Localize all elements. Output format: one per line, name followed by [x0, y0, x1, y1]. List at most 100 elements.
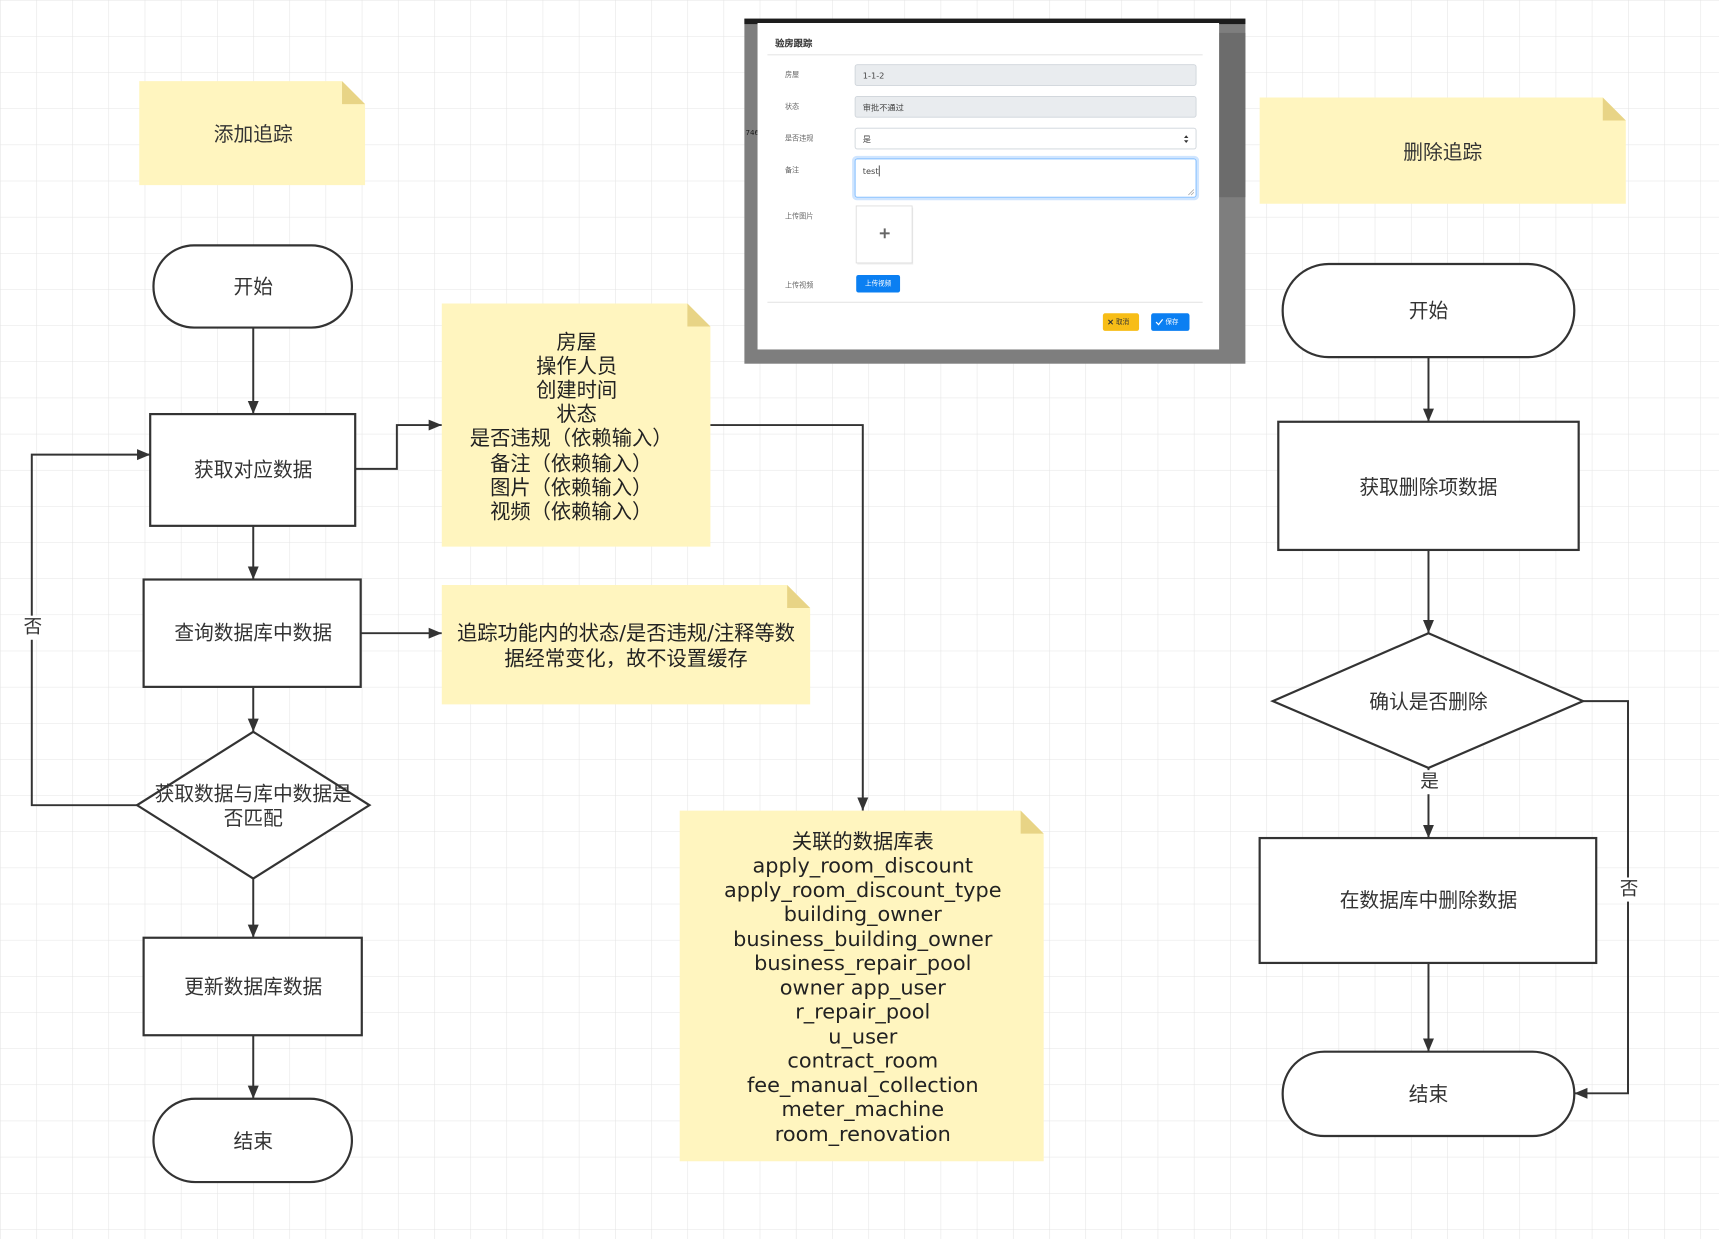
process-shape: [142, 936, 363, 1037]
note-body: [139, 81, 366, 186]
remark-field-label: 备注: [785, 165, 799, 174]
save-button: [1151, 313, 1190, 331]
house-field-value: 1-1-2: [863, 71, 885, 81]
tables-note-heading: 关联的数据库表: [792, 829, 934, 853]
note-fold: [342, 81, 366, 105]
start-terminal-left[interactable]: 开始: [152, 244, 354, 329]
table-name: owner app_user: [780, 976, 946, 1001]
field-note-line: 备注（依赖输入）: [490, 451, 652, 475]
house-field-label: 房屋: [785, 70, 799, 79]
query-db-process[interactable]: 查询数据库中数据: [142, 578, 362, 688]
remark-textarea-value: test: [863, 166, 880, 176]
update-db-process[interactable]: 更新数据库数据: [142, 936, 363, 1037]
cancel-button-label: 取消: [1116, 317, 1130, 326]
remark-textarea-glow: [852, 155, 1200, 201]
confirm-delete-label: 确认是否删除: [1369, 691, 1488, 714]
note-body: [1259, 97, 1626, 204]
table-name: meter_machine: [782, 1097, 945, 1122]
no-label: 否: [24, 617, 43, 638]
house-field: [854, 64, 1197, 86]
note-fold: [1602, 97, 1626, 121]
note-body: [441, 584, 811, 705]
note-body: [441, 303, 711, 547]
field-note-line: 视频（依赖输入）: [490, 500, 652, 524]
yes-edge-label: 是: [1418, 770, 1441, 795]
violation-select-value: 是: [863, 134, 871, 144]
no-label: 否: [1620, 879, 1639, 900]
resize-grip-icon: [1188, 189, 1195, 196]
field-note-line: 操作人员: [536, 354, 617, 378]
check-icon: [1155, 318, 1164, 326]
field-note-line: 房屋: [556, 330, 597, 354]
cancel-button: [1102, 313, 1140, 331]
query-db-label: 查询数据库中数据: [174, 622, 332, 645]
label-background: [1418, 770, 1441, 795]
add-tracking-note[interactable]: 添加追踪: [139, 81, 366, 186]
field-note-line: 图片（依赖输入）: [490, 475, 652, 499]
cache-note-line: 追踪功能内的状态/是否违规/注释等数: [457, 621, 795, 645]
tables-note[interactable]: 关联的数据库表 apply_room_discount apply_room_d…: [679, 810, 1044, 1162]
update-db-label: 更新数据库数据: [184, 976, 322, 999]
close-icon: [1107, 319, 1114, 325]
table-name: apply_room_discount_type: [724, 878, 1001, 903]
note-fold: [687, 303, 711, 327]
table-name: business_repair_pool: [754, 951, 971, 976]
status-field: [854, 95, 1197, 118]
end-label: 结束: [234, 1130, 274, 1153]
background-fragment-text: 746: [745, 128, 759, 137]
modal-title: 验房跟踪: [775, 37, 813, 49]
yes-label: 是: [1420, 772, 1439, 793]
field-note-line: 状态: [556, 402, 597, 426]
field-note[interactable]: 房屋 操作人员 创建时间 状态 是否违规（依赖输入） 备注（依赖输入） 图片（依…: [441, 303, 711, 547]
start-terminal-right[interactable]: 开始: [1281, 262, 1576, 359]
table-name: fee_manual_collection: [747, 1073, 979, 1098]
match-decision-line-1: 获取数据与库中数据是: [155, 783, 352, 806]
cache-note[interactable]: 追踪功能内的状态/是否违规/注释等数 据经常变化，故不设置缓存: [441, 584, 811, 705]
start-label: 开始: [1409, 300, 1449, 323]
delete-db-label: 在数据库中删除数据: [1340, 889, 1518, 912]
get-data-label: 获取对应数据: [194, 458, 312, 481]
video-upload-button: [856, 274, 901, 293]
get-item-process[interactable]: 获取删除项数据: [1277, 420, 1580, 552]
get-data-process[interactable]: 获取对应数据: [149, 413, 357, 527]
add-tracking-note-text: 添加追踪: [214, 123, 293, 146]
status-field-label: 状态: [785, 102, 799, 111]
end-terminal-left[interactable]: 结束: [152, 1097, 354, 1184]
plus-icon: [879, 228, 890, 239]
top-dark-bar: [744, 18, 1246, 25]
select-arrow-icon: [1184, 135, 1189, 143]
delete-tracking-note-text: 删除追踪: [1403, 141, 1482, 164]
table-name: building_owner: [784, 902, 943, 927]
field-note-line: 是否违规（依赖输入）: [470, 426, 673, 450]
video-upload-label: 上传视频: [785, 280, 813, 289]
start-label: 开始: [234, 276, 274, 299]
table-name: contract_room: [787, 1048, 938, 1073]
match-decision[interactable]: 获取数据与库中数据是 否匹配: [134, 730, 372, 880]
field-note-line: 创建时间: [536, 378, 617, 402]
form-screenshot[interactable]: 746 验房跟踪 房屋 1-1-2 状态 审批不通过 是否违规 是 备注 tes…: [744, 18, 1246, 364]
match-decision-line-2: 否匹配: [224, 807, 283, 830]
connector-get-data-to-field-note: [355, 419, 442, 470]
note-fold: [787, 584, 811, 608]
video-upload-button-label: 上传视频: [865, 279, 892, 288]
save-button-label: 保存: [1165, 317, 1179, 326]
connector-field-note-to-tables-note: [710, 424, 869, 811]
delete-tracking-note[interactable]: 删除追踪: [1259, 97, 1626, 204]
cache-note-line: 据经常变化，故不设置缓存: [504, 646, 747, 670]
violation-select: [854, 127, 1197, 150]
table-name: business_building_owner: [733, 927, 993, 952]
image-upload-label: 上传图片: [785, 211, 813, 220]
end-label: 结束: [1409, 1083, 1449, 1106]
table-name: r_repair_pool: [795, 1000, 930, 1025]
get-item-label: 获取删除项数据: [1359, 476, 1497, 499]
delete-db-process[interactable]: 在数据库中删除数据: [1258, 836, 1598, 965]
note-body: [679, 810, 1044, 1162]
no-edge-label-right: 否: [1618, 877, 1641, 902]
table-name: room_renovation: [775, 1122, 951, 1147]
label-background: [21, 615, 44, 640]
no-edge-label-left: 否: [21, 615, 44, 640]
end-terminal-right[interactable]: 结束: [1281, 1050, 1576, 1138]
process-shape: [1277, 420, 1580, 552]
label-background: [1618, 877, 1641, 902]
